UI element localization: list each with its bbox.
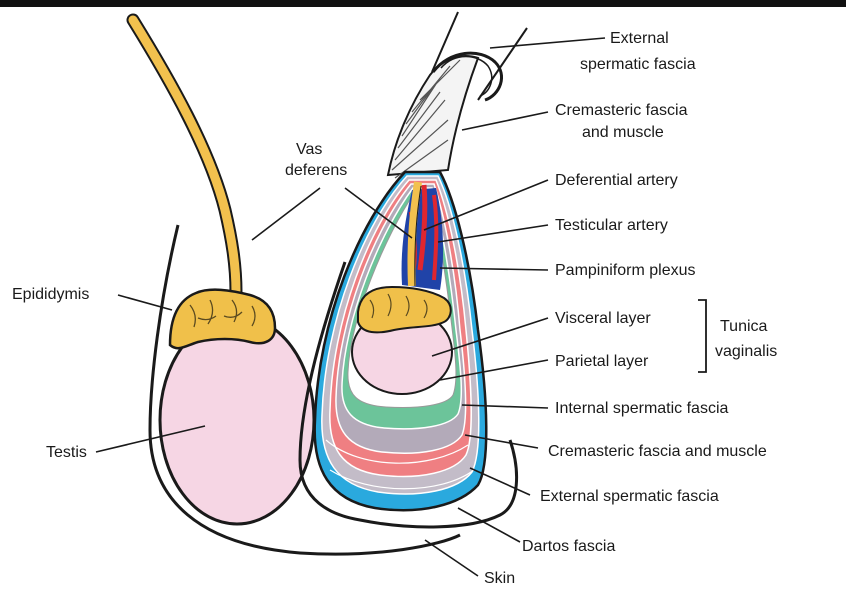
vas-deferens-left: [133, 20, 236, 292]
label-vas-deferens-line2: deferens: [285, 162, 347, 179]
testicular-artery: [434, 195, 436, 280]
label-external-spermatic-fascia-top-line1: External: [610, 30, 669, 47]
top-border-bar: [0, 0, 846, 7]
label-parietal-layer: Parietal layer: [555, 353, 649, 370]
label-external-spermatic-fascia-top-line2: spermatic fascia: [580, 56, 696, 73]
label-pampiniform-plexus: Pampiniform plexus: [555, 262, 696, 279]
label-cremasteric-bottom: Cremasteric fascia and muscle: [548, 443, 767, 460]
label-skin: Skin: [484, 570, 515, 587]
label-epididymis: Epididymis: [12, 286, 89, 303]
label-testicular-artery: Testicular artery: [555, 217, 668, 234]
tunica-bracket: [698, 300, 706, 372]
label-testis: Testis: [46, 444, 87, 461]
label-visceral-layer: Visceral layer: [555, 310, 651, 327]
label-cremasteric-top-line2: and muscle: [582, 124, 664, 141]
label-dartos-fascia: Dartos fascia: [522, 538, 615, 555]
label-external-spermatic-fascia-bottom: External spermatic fascia: [540, 488, 719, 505]
label-vas-deferens-line1: Vas: [296, 141, 322, 158]
label-internal-spermatic-fascia: Internal spermatic fascia: [555, 400, 729, 417]
label-cremasteric-top-line1: Cremasteric fascia: [555, 102, 688, 119]
label-tunica-line2: vaginalis: [715, 343, 777, 360]
spermatic-cord-cremasteric: [388, 56, 478, 175]
label-tunica-line1: Tunica: [720, 318, 768, 335]
label-deferential-artery: Deferential artery: [555, 172, 678, 189]
epididymis-left: [170, 290, 275, 349]
